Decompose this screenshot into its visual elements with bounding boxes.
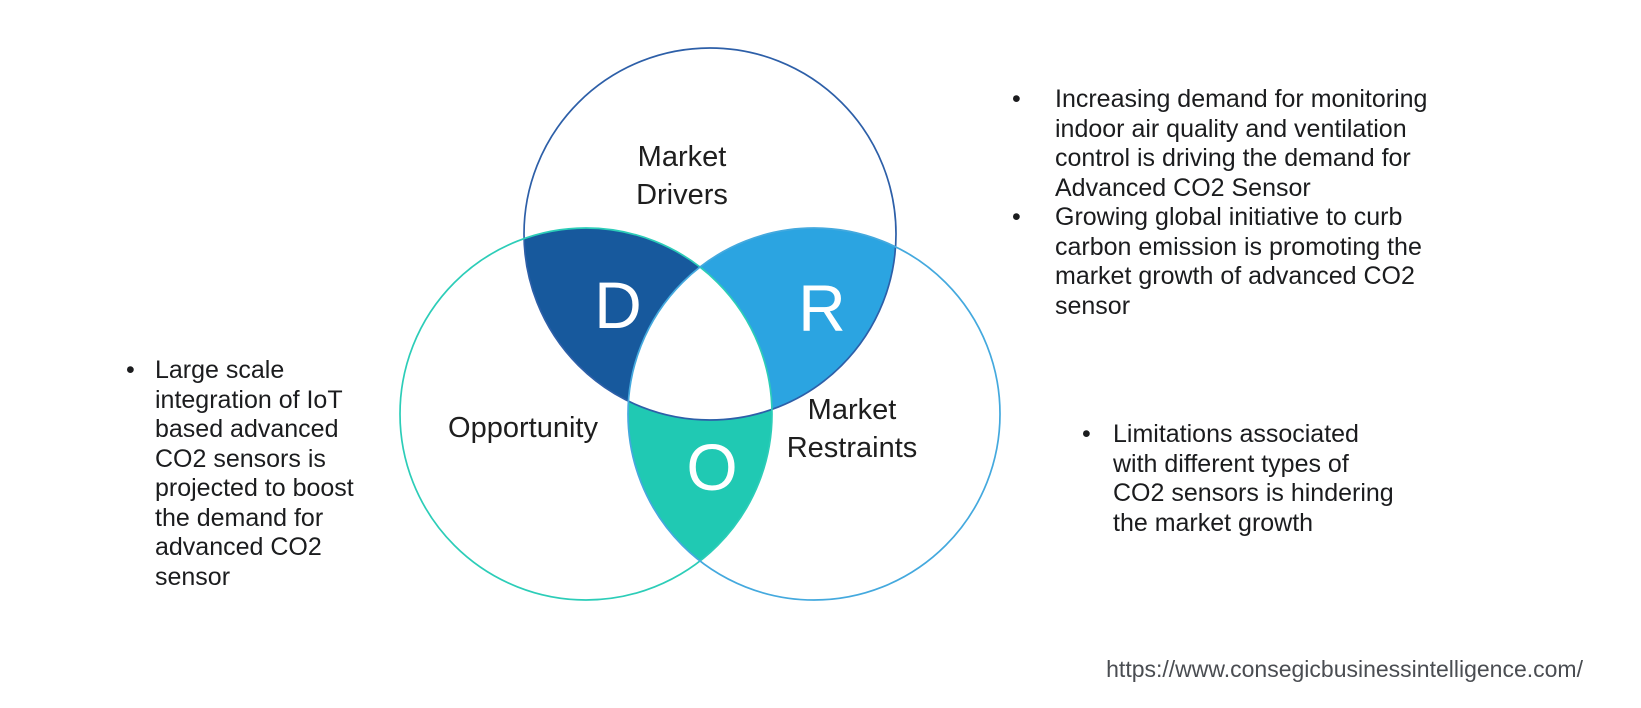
venn-circle-opportunity — [399, 227, 773, 601]
note-drivers-1: • Increasing demand for monitoring indoo… — [1012, 85, 1452, 203]
letter-restraints: R — [798, 271, 846, 345]
note-restraints: • Limitations associated with different … — [1082, 420, 1442, 538]
label-market-drivers-line1: Market — [638, 141, 727, 173]
lens-triple-outer — [628, 228, 772, 420]
note-drivers-2: • Growing global initiative to curb carb… — [1012, 203, 1452, 321]
note-opportunity: • Large scale integration of IoT based a… — [126, 356, 386, 592]
note-restraints-text: Limitations associated with different ty… — [1113, 420, 1394, 537]
bullet-icon: • — [126, 356, 135, 384]
note-drivers-1-text: Increasing demand for monitoring indoor … — [1055, 85, 1428, 202]
label-market-restraints-line1: Market — [808, 394, 897, 426]
letter-opportunity: O — [686, 430, 737, 504]
venn-circle-market-restraints — [627, 227, 1001, 601]
source-url-link[interactable]: https://www.consegicbusinessintelligence… — [1106, 656, 1583, 682]
bullet-icon: • — [1082, 420, 1091, 448]
label-market-drivers-line2: Drivers — [636, 179, 728, 211]
label-market-restraints-line2: Restraints — [787, 432, 918, 464]
note-drivers-2-text: Growing global initiative to curb carbon… — [1055, 203, 1422, 320]
note-opportunity-text: Large scale integration of IoT based adv… — [155, 356, 354, 591]
lens-triple-inner — [628, 228, 772, 420]
notes-drivers: • Increasing demand for monitoring indoo… — [1012, 85, 1452, 321]
lens-triple-fill — [628, 228, 772, 420]
bullet-icon: • — [1012, 85, 1021, 113]
letter-drivers: D — [594, 268, 642, 342]
bullet-icon: • — [1012, 203, 1021, 231]
label-opportunity: Opportunity — [448, 412, 598, 444]
venn-circle-market-drivers — [523, 47, 897, 421]
